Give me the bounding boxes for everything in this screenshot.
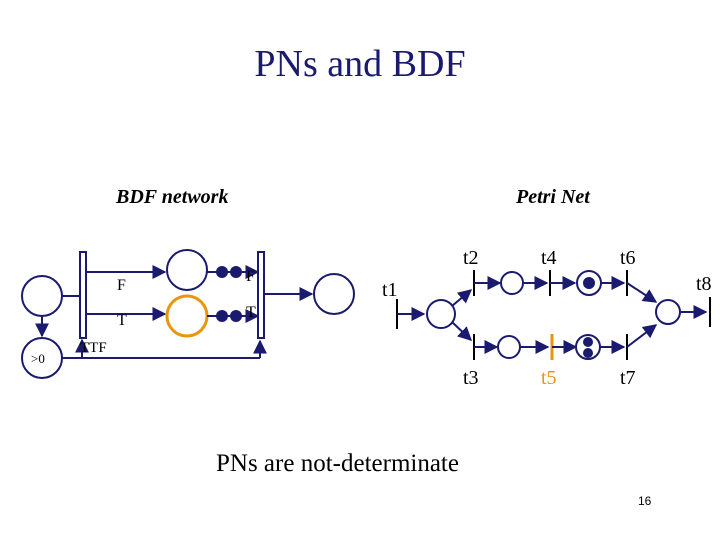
bdf-sink-actor bbox=[313, 273, 355, 315]
place-p2 bbox=[500, 271, 524, 295]
bdf-heading: BDF network bbox=[116, 186, 229, 208]
slide-title: PNs and BDF bbox=[254, 43, 466, 85]
bdf-actor-top bbox=[166, 249, 208, 291]
bdf-label-f-right: F bbox=[246, 268, 255, 285]
petri-heading: Petri Net bbox=[516, 186, 590, 208]
bdf-label-f-left: F bbox=[117, 277, 126, 294]
place-p6 bbox=[655, 299, 681, 325]
bdf-actor-bottom bbox=[165, 294, 209, 338]
bdf-tokens bbox=[216, 266, 242, 322]
page-number: 16 bbox=[638, 494, 652, 508]
bdf-token bbox=[230, 266, 242, 278]
petri-token bbox=[583, 277, 595, 289]
bdf-label-t-right: T bbox=[246, 304, 256, 321]
place-p1 bbox=[426, 299, 456, 329]
bdf-token bbox=[230, 310, 242, 322]
petri-token bbox=[583, 337, 593, 347]
bdf-switch bbox=[79, 251, 87, 339]
bdf-token bbox=[216, 266, 228, 278]
petri-tokens bbox=[583, 277, 595, 358]
label-t2: t2 bbox=[463, 247, 479, 269]
bdf-label-t-left: T bbox=[117, 312, 127, 329]
place-p3 bbox=[497, 335, 521, 359]
bdf-token bbox=[216, 310, 228, 322]
label-t3: t3 bbox=[463, 367, 479, 389]
petri-token bbox=[583, 348, 593, 358]
bdf-label-gt0: >0 bbox=[31, 351, 45, 366]
bdf-source-actor bbox=[21, 275, 63, 317]
label-t6: t6 bbox=[620, 247, 636, 269]
bdf-network bbox=[21, 249, 355, 379]
caption: PNs are not-determinate bbox=[216, 450, 459, 477]
label-t8: t8 bbox=[696, 273, 712, 295]
label-t1: t1 bbox=[382, 279, 398, 301]
bdf-select bbox=[257, 251, 265, 339]
petri-net bbox=[396, 270, 711, 360]
bdf-label-ttf: TTF bbox=[80, 340, 107, 356]
label-t7: t7 bbox=[620, 367, 636, 389]
label-t4: t4 bbox=[541, 247, 557, 269]
label-t5: t5 bbox=[541, 367, 557, 389]
